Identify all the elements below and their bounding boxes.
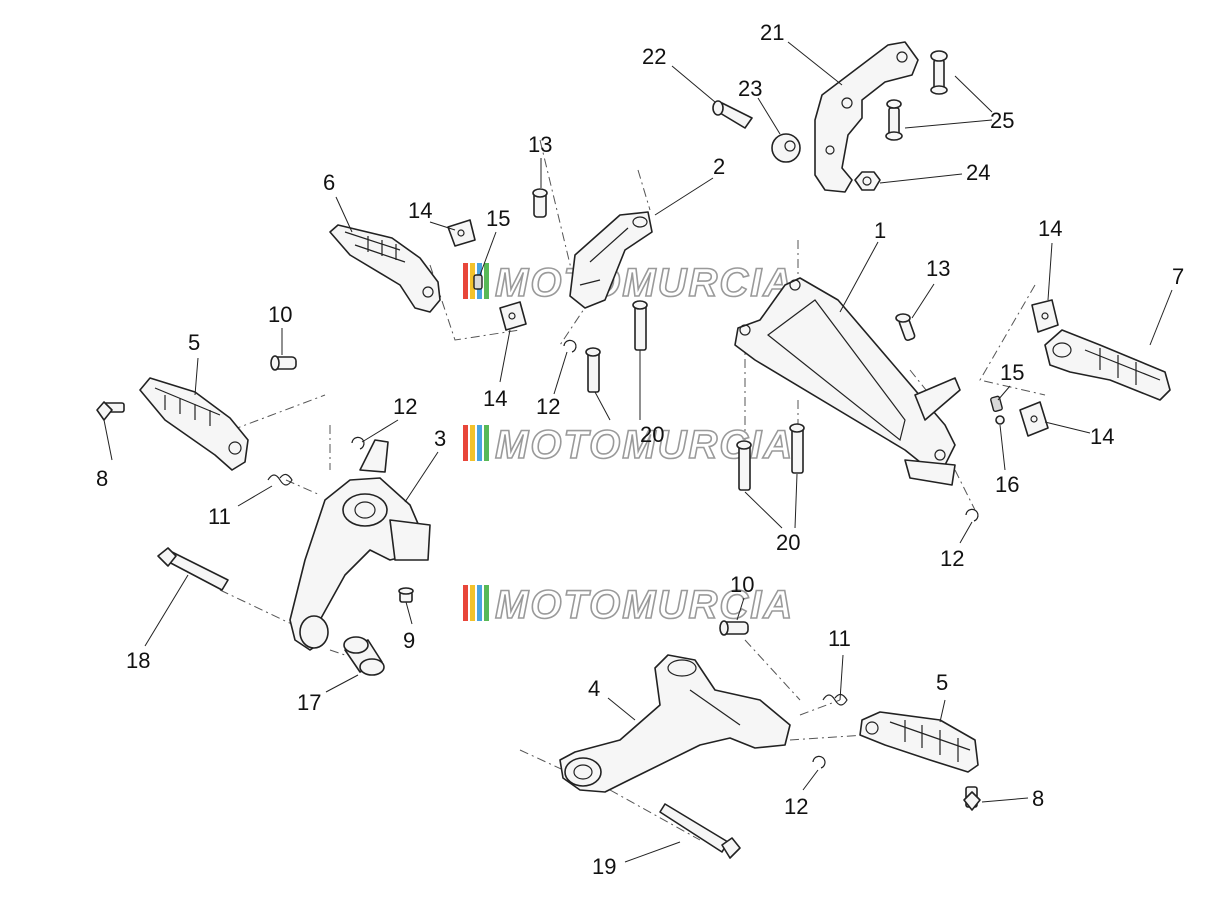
callout-20: 20 <box>640 422 664 447</box>
callout-13: 13 <box>926 256 950 281</box>
watermark-stripe-2 <box>470 263 475 299</box>
part-2-footrest-holder <box>569 211 653 309</box>
watermark-stripe-2 <box>470 425 475 461</box>
watermark-stripe-4 <box>484 263 489 299</box>
part-20-screw <box>736 440 752 491</box>
part-20-screw <box>632 300 648 351</box>
part-14-plate <box>1019 401 1049 437</box>
callout-11: 11 <box>828 626 851 651</box>
part-20-screw <box>789 423 805 474</box>
watermark-logo: MOTOMURCIA <box>463 582 794 628</box>
callout-10: 10 <box>730 572 754 597</box>
leader-lines <box>103 41 1173 863</box>
part-15-spring <box>990 395 1003 413</box>
watermark-stripe-1 <box>463 263 468 299</box>
part-3-lever-assembly <box>289 439 431 651</box>
callout-24: 24 <box>966 160 990 185</box>
callout-5: 5 <box>188 330 200 355</box>
callout-11: 11 <box>208 504 231 529</box>
part-11-spring <box>822 693 848 706</box>
callout-12: 12 <box>940 546 964 571</box>
part-15-spring <box>473 274 483 290</box>
watermark-text: MOTOMURCIA <box>495 583 794 627</box>
callout-7: 7 <box>1172 264 1184 289</box>
callout-3: 3 <box>434 426 446 451</box>
callout-18: 18 <box>126 648 150 673</box>
watermark-stripe-3 <box>477 425 482 461</box>
part-12-circlip <box>812 755 826 769</box>
part-13-pin <box>532 188 548 218</box>
callout-labels: 21 22 23 25 24 13 2 6 14 15 1 13 14 7 10… <box>96 20 1184 879</box>
callout-14: 14 <box>1038 216 1062 241</box>
callout-14: 14 <box>483 386 507 411</box>
part-24-nut <box>854 171 881 191</box>
part-8-screw <box>963 786 981 811</box>
callout-19: 19 <box>592 854 616 879</box>
part-8-screw <box>96 401 125 421</box>
part-10-pin <box>719 620 749 636</box>
callout-23: 23 <box>738 76 762 101</box>
part-19-bolt <box>659 803 741 859</box>
part-23-rubber-grommet <box>771 133 801 163</box>
watermark-logo: MOTOMURCIA <box>463 260 794 306</box>
callout-25: 25 <box>990 108 1014 133</box>
part-14-plate <box>447 219 476 247</box>
watermark-stripe-4 <box>484 425 489 461</box>
part-12-circlip <box>563 339 577 353</box>
callout-12: 12 <box>784 794 808 819</box>
watermark-stripe-3 <box>477 585 482 621</box>
part-12-circlip <box>965 508 979 522</box>
callout-12: 12 <box>393 394 417 419</box>
callout-16: 16 <box>995 472 1019 497</box>
part-12-circlip <box>351 436 365 450</box>
part-25-screw <box>885 99 903 141</box>
part-14-plate <box>1031 299 1059 333</box>
callout-14: 14 <box>1090 424 1114 449</box>
callout-2: 2 <box>713 154 725 179</box>
watermark-stripe-1 <box>463 425 468 461</box>
part-16-ball <box>995 415 1005 425</box>
callout-10: 10 <box>268 302 292 327</box>
part-22-bolt <box>712 100 753 129</box>
part-17-bushing <box>343 636 385 676</box>
part-4-lever <box>559 654 791 793</box>
callout-13: 13 <box>528 132 552 157</box>
callout-8: 8 <box>96 466 108 491</box>
callout-12: 12 <box>536 394 560 419</box>
callout-8: 8 <box>1032 786 1044 811</box>
callout-5: 5 <box>936 670 948 695</box>
callout-22: 22 <box>642 44 666 69</box>
part-5-footpeg <box>139 377 249 471</box>
watermark-stripe-4 <box>484 585 489 621</box>
part-10-pin <box>270 355 297 371</box>
part-18-bolt <box>157 547 229 591</box>
callout-17: 17 <box>297 690 321 715</box>
part-25-screw <box>930 50 948 95</box>
part-13-pin <box>895 313 916 342</box>
callout-4: 4 <box>588 676 600 701</box>
part-11-spring <box>267 473 293 486</box>
part-7-footpeg <box>1044 329 1171 401</box>
part-21-bracket <box>814 41 919 193</box>
callout-20: 20 <box>776 530 800 555</box>
watermark-text: MOTOMURCIA <box>495 261 794 305</box>
callout-15: 15 <box>1000 360 1024 385</box>
callout-15: 15 <box>486 206 510 231</box>
callout-9: 9 <box>403 628 415 653</box>
part-14-plate <box>499 301 527 331</box>
callout-1: 1 <box>874 218 886 243</box>
part-1-main-bracket <box>734 277 961 486</box>
callout-21: 21 <box>760 20 784 45</box>
part-6-footpeg <box>329 224 441 313</box>
callout-6: 6 <box>323 170 335 195</box>
part-20-screw <box>585 347 601 393</box>
part-5-footpeg <box>859 711 979 773</box>
callout-14: 14 <box>408 198 432 223</box>
part-9-screw <box>398 587 414 603</box>
watermark-stripe-2 <box>470 585 475 621</box>
watermark-stripe-1 <box>463 585 468 621</box>
